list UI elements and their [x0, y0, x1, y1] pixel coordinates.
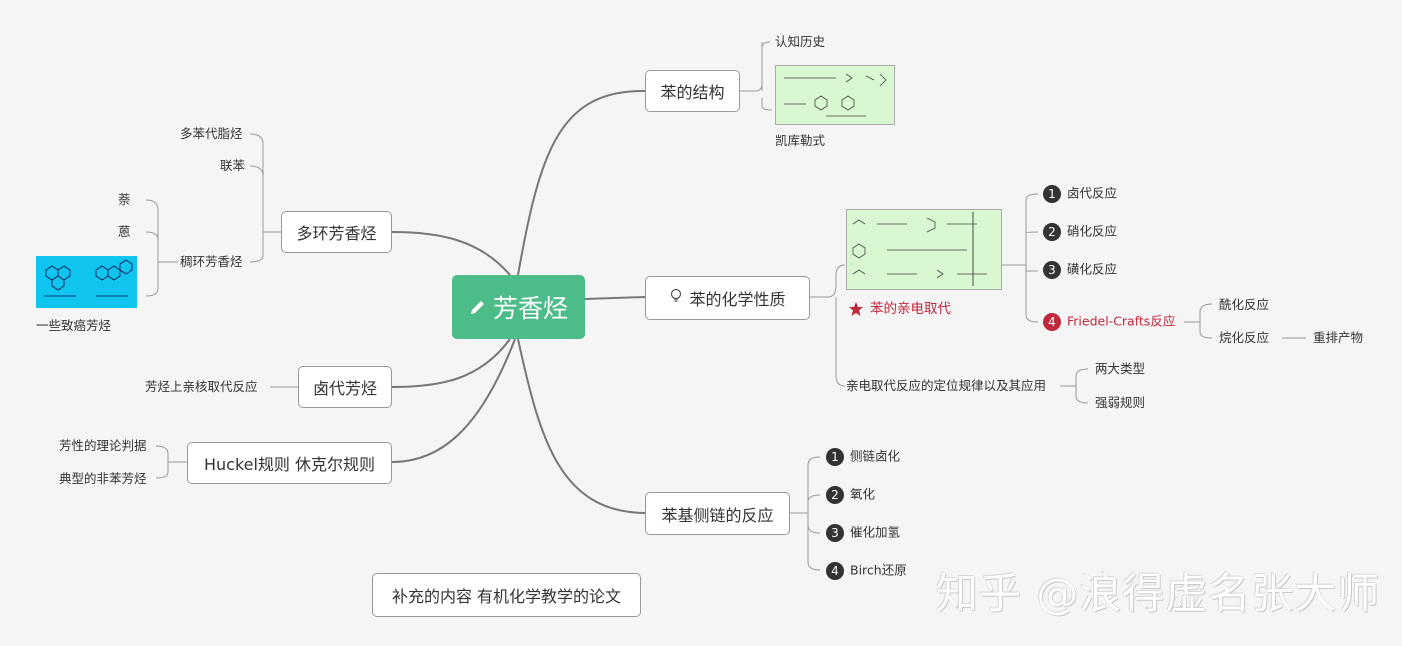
node-polycyclic[interactable]: 多环芳香烃 [281, 211, 392, 253]
orientation-rules[interactable]: 强弱规则 [1095, 395, 1146, 410]
watermark: 知乎 @浪得虚名张大师 [936, 569, 1381, 618]
number-2-icon: 2 [1043, 223, 1061, 241]
side-chain-item-2[interactable]: 2 氧化 [826, 486, 875, 504]
node-supplement[interactable]: 补充的内容 有机化学教学的论文 [372, 573, 641, 617]
polycyclic-item-3[interactable]: 稠环芳香烃 [180, 254, 243, 269]
node-huckel-label: Huckel规则 休克尔规则 [203, 455, 376, 474]
huckel-child-2[interactable]: 典型的非苯芳烃 [59, 471, 147, 486]
kekule-topic[interactable]: 凯库勒式 [775, 133, 826, 148]
side-chain-item-1[interactable]: 1 侧链卤化 [826, 448, 900, 466]
number-4-icon: 4 [826, 562, 844, 580]
side-chain-item-4[interactable]: 4 Birch还原 [826, 562, 907, 580]
number-1-icon: 1 [1043, 185, 1061, 203]
node-structure-label: 苯的结构 [660, 83, 725, 102]
number-1-icon: 1 [826, 448, 844, 466]
carcinogen-image [36, 256, 137, 308]
reaction-item-1[interactable]: 1 卤代反应 [1043, 185, 1117, 203]
star-icon [849, 302, 863, 316]
fused-naphthalene[interactable]: 萘 [118, 192, 131, 207]
fc-acylation[interactable]: 酰化反应 [1219, 297, 1270, 312]
node-halo[interactable]: 卤代芳烃 [298, 366, 392, 408]
aromatic-rings-icon [44, 259, 133, 297]
reaction-item-4[interactable]: 4 Friedel-Crafts反应 [1043, 313, 1175, 331]
electrophilic-image [846, 209, 1002, 290]
kekule-image [775, 65, 895, 125]
number-3-icon: 3 [826, 524, 844, 542]
reaction-label: Friedel-Crafts反应 [1067, 313, 1176, 329]
halo-child[interactable]: 芳烃上亲核取代反应 [145, 379, 258, 394]
star-topic[interactable]: 苯的亲电取代 [848, 301, 951, 317]
orientation-topic[interactable]: 亲电取代反应的定位规律以及其应用 [846, 378, 1047, 393]
side-chain-label: Birch还原 [850, 562, 907, 578]
node-huckel[interactable]: Huckel规则 休克尔规则 [187, 442, 392, 484]
kekule-sketch-icon [784, 73, 887, 117]
fc-alkylation[interactable]: 烷化反应 [1219, 330, 1270, 345]
lightbulb-icon [669, 288, 683, 308]
reaction-item-2[interactable]: 2 硝化反应 [1043, 223, 1117, 241]
node-supplement-label: 补充的内容 有机化学教学的论文 [391, 587, 622, 606]
node-side-chain[interactable]: 苯基侧链的反应 [645, 492, 790, 535]
node-chem-props-label: 苯的化学性质 [689, 290, 786, 309]
side-chain-item-3[interactable]: 3 催化加氢 [826, 524, 900, 542]
side-chain-label: 催化加氢 [850, 524, 901, 540]
polycyclic-item-1[interactable]: 多苯代脂烃 [180, 126, 243, 141]
fused-anthracene[interactable]: 蒽 [118, 224, 131, 239]
number-4-icon: 4 [1043, 313, 1061, 331]
reaction-sketch-icon [852, 212, 987, 286]
side-chain-label: 氧化 [850, 486, 876, 502]
node-halo-label: 卤代芳烃 [312, 379, 377, 398]
huckel-child-1[interactable]: 芳性的理论判据 [59, 438, 147, 453]
reaction-label: 卤代反应 [1067, 185, 1118, 201]
rearrange-topic[interactable]: 重排产物 [1313, 330, 1364, 345]
star-topic-label: 苯的亲电取代 [870, 301, 951, 317]
number-2-icon: 2 [826, 486, 844, 504]
node-polycyclic-label: 多环芳香烃 [296, 224, 377, 243]
reaction-label: 磺化反应 [1067, 261, 1118, 277]
pencil-icon [469, 293, 487, 322]
orientation-types[interactable]: 两大类型 [1095, 361, 1146, 376]
reaction-item-3[interactable]: 3 磺化反应 [1043, 261, 1117, 279]
node-side-chain-label: 苯基侧链的反应 [661, 505, 774, 525]
carcinogen-topic[interactable]: 一些致癌芳烃 [36, 318, 112, 333]
polycyclic-item-2[interactable]: 联苯 [220, 158, 246, 173]
node-structure[interactable]: 苯的结构 [645, 70, 740, 112]
history-topic[interactable]: 认知历史 [775, 34, 826, 49]
root-label: 芳香烃 [492, 294, 568, 323]
side-chain-label: 侧链卤化 [850, 448, 901, 464]
number-3-icon: 3 [1043, 261, 1061, 279]
root-node[interactable]: 芳香烃 [452, 275, 585, 339]
reaction-label: 硝化反应 [1067, 223, 1118, 239]
node-chem-props[interactable]: 苯的化学性质 [645, 276, 810, 320]
